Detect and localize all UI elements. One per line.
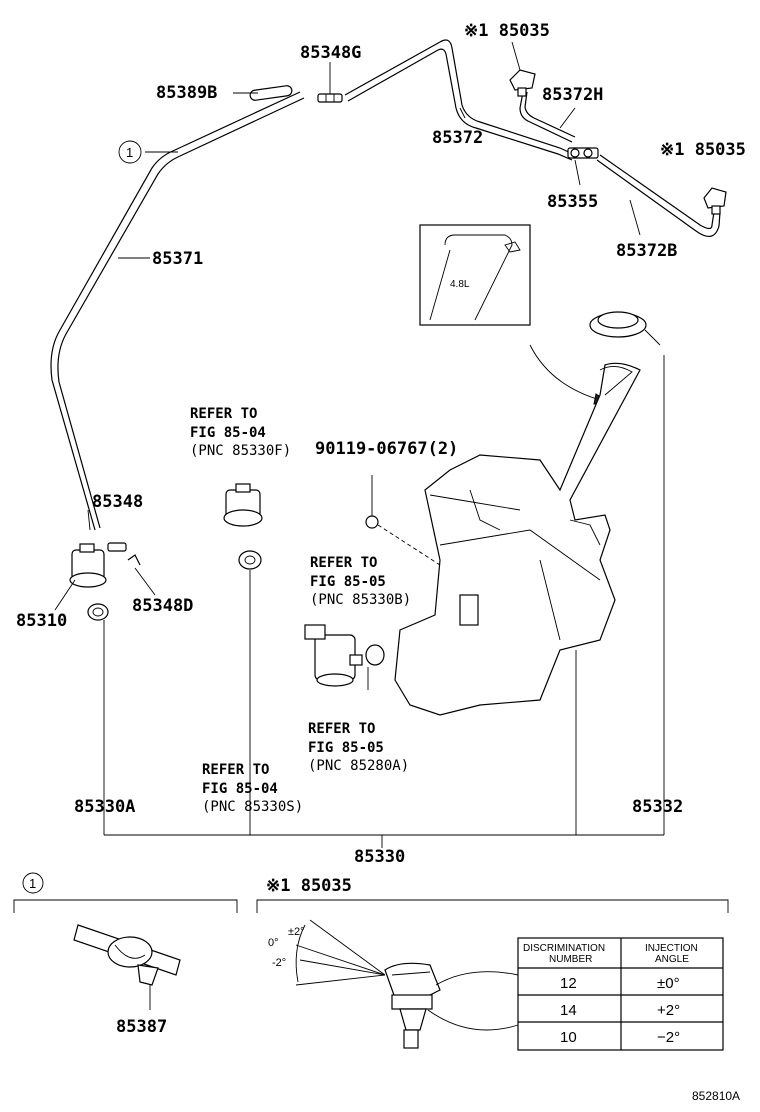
leader-lines xyxy=(54,41,665,848)
connector-85348 xyxy=(107,542,127,552)
nozzle-85035-right xyxy=(703,187,727,215)
label-85332: 85332 xyxy=(632,797,683,817)
grommet-85330B xyxy=(365,644,385,666)
hose-85372H xyxy=(519,91,576,143)
label-85348G: 85348G xyxy=(300,43,361,63)
svg-text:FIG 85-05: FIG 85-05 xyxy=(308,740,384,756)
refer-note-85330F: REFER TO FIG 85-04 (PNC 85330F) xyxy=(190,406,291,459)
label-85348: 85348 xyxy=(92,492,143,512)
angle-m2: -2° xyxy=(272,957,286,969)
label-85371: 85371 xyxy=(152,249,203,269)
section-2-title: ※1 85035 xyxy=(266,876,352,896)
callout-1: 1 xyxy=(118,140,142,164)
tank-variant-label: 4.8L xyxy=(450,279,470,290)
table-row-1-angle: ±0° xyxy=(657,975,680,992)
tube-85389B xyxy=(249,85,293,101)
refer-note-85330B: REFER TO FIG 85-05 (PNC 85330B) xyxy=(310,555,411,608)
detail-section-2: ※1 85035 0° ±2° -2° xyxy=(256,876,729,1049)
svg-text:(PNC 85330B): (PNC 85330B) xyxy=(310,592,411,608)
label-85035-right: ※1 85035 xyxy=(660,140,746,160)
table-row-2-angle: +2° xyxy=(657,1002,680,1019)
inset-4.8l-filler: 4.8L xyxy=(419,224,531,326)
svg-text:REFER TO: REFER TO xyxy=(190,406,257,422)
svg-text:(PNC 85280A): (PNC 85280A) xyxy=(308,758,409,774)
refer-note-85330S: REFER TO FIG 85-04 (PNC 85330S) xyxy=(202,762,303,815)
label-85387: 85387 xyxy=(116,1017,167,1037)
connector-85348G xyxy=(317,93,343,103)
table-row-3-number: 10 xyxy=(560,1029,577,1046)
table-header-2-line2: ANGLE xyxy=(655,954,689,965)
svg-text:REFER TO: REFER TO xyxy=(202,762,269,778)
table-row-2-number: 14 xyxy=(560,1002,577,1019)
label-85330A: 85330A xyxy=(74,797,135,817)
label-85372B: 85372B xyxy=(616,241,677,261)
svg-text:FIG 85-05: FIG 85-05 xyxy=(310,574,386,590)
table-row-1-number: 12 xyxy=(560,975,577,992)
label-85348D: 85348D xyxy=(132,596,193,616)
inset-arrow xyxy=(529,344,601,401)
pump-85310 xyxy=(69,543,107,588)
pump-85330F xyxy=(223,483,263,527)
refer-note-85280A: REFER TO FIG 85-05 (PNC 85280A) xyxy=(308,721,409,774)
svg-text:FIG 85-04: FIG 85-04 xyxy=(190,425,266,441)
table-header-2-line1: INJECTION xyxy=(645,943,698,954)
grommet-85330A xyxy=(87,603,109,621)
svg-text:FIG 85-04: FIG 85-04 xyxy=(202,781,278,797)
section-1-marker: 1 xyxy=(29,876,36,891)
connector-85355 xyxy=(567,147,599,159)
bolt-90119-06767 xyxy=(365,475,441,566)
svg-text:(PNC 85330F): (PNC 85330F) xyxy=(190,443,291,459)
table-header-1-line2: NUMBER xyxy=(549,954,592,965)
label-85330: 85330 xyxy=(354,847,405,867)
angle-pm2: ±2° xyxy=(288,926,305,938)
svg-text:REFER TO: REFER TO xyxy=(308,721,375,737)
table-row-3-angle: −2° xyxy=(657,1029,680,1046)
nozzle-85035-top xyxy=(509,69,536,97)
label-85372H: 85372H xyxy=(542,85,603,105)
label-85035-top: ※1 85035 xyxy=(464,21,550,41)
label-90119: 90119-06767(2) xyxy=(315,439,458,459)
hose-85371 xyxy=(50,91,305,531)
clip-85348D xyxy=(127,554,141,566)
image-code: 852810A xyxy=(692,1089,740,1103)
grommet-85330S xyxy=(238,550,262,570)
label-85389B: 85389B xyxy=(156,83,217,103)
table-header-1-line1: DISCRIMINATION xyxy=(523,943,605,954)
label-85355: 85355 xyxy=(547,192,598,212)
pump-85280A xyxy=(304,624,363,687)
hose-85372B xyxy=(596,154,721,237)
angle-0: 0° xyxy=(268,937,279,949)
svg-text:(PNC 85330S): (PNC 85330S) xyxy=(202,799,303,815)
svg-text:1: 1 xyxy=(126,145,133,160)
detail-section-1: 1 85387 xyxy=(13,872,238,1037)
injection-angle-table: DISCRIMINATION NUMBER INJECTION ANGLE 12… xyxy=(517,937,724,1051)
svg-text:REFER TO: REFER TO xyxy=(310,555,377,571)
hose-85372 xyxy=(344,39,576,161)
cap-85332 xyxy=(589,311,647,338)
label-85310: 85310 xyxy=(16,611,67,631)
washer-tank-85330 xyxy=(394,362,641,716)
label-85372: 85372 xyxy=(432,128,483,148)
